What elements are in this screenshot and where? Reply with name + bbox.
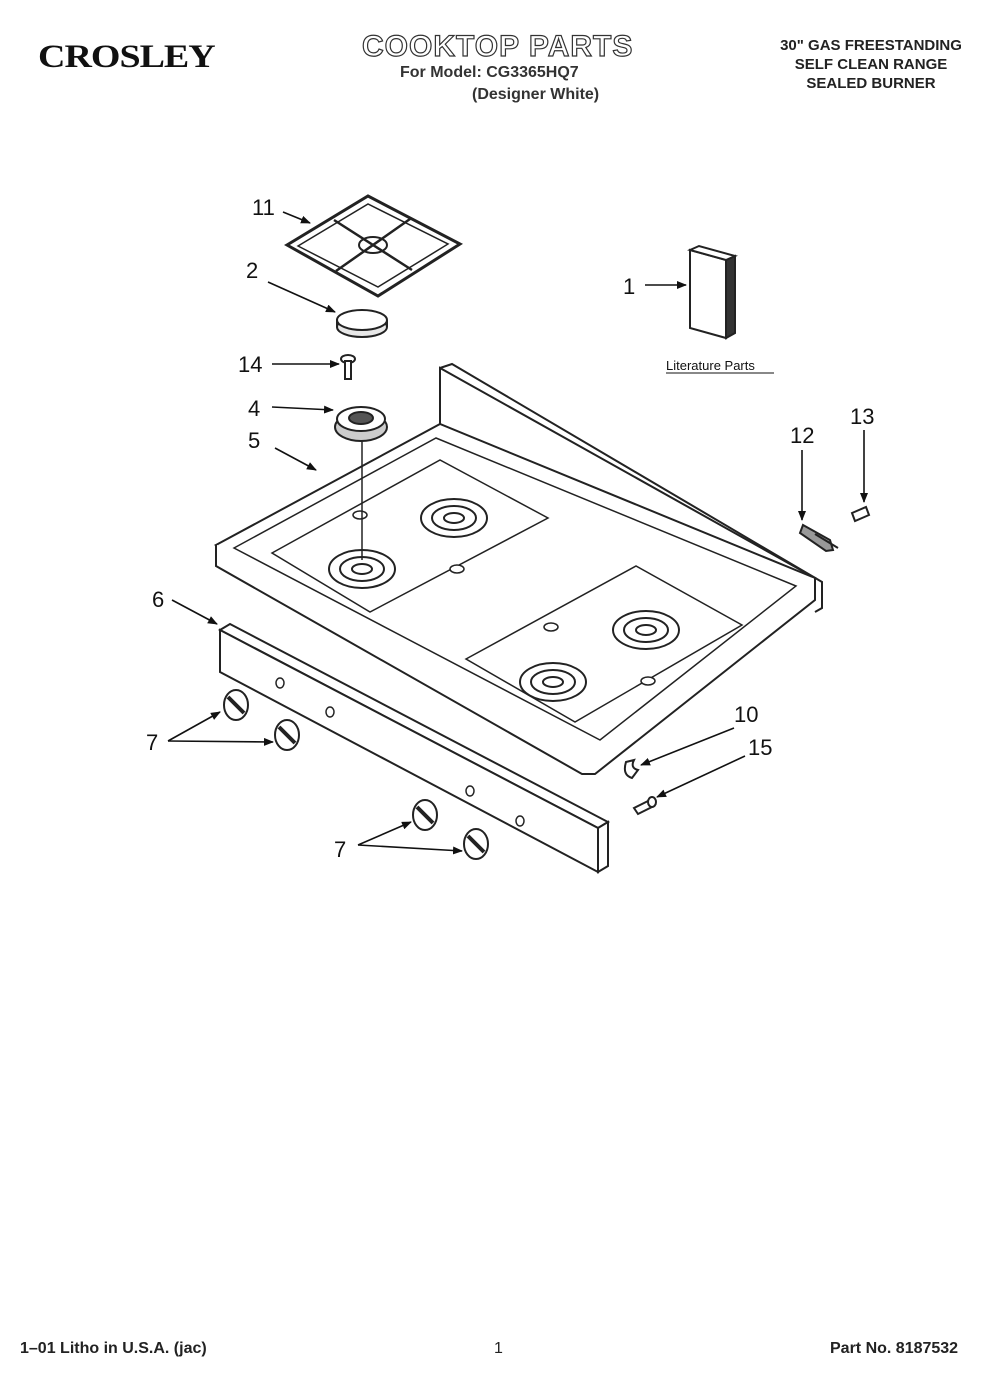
literature-label: Literature Parts: [666, 358, 755, 373]
callout-15: 15: [748, 735, 772, 760]
valve-holes: [275, 677, 525, 827]
callout-2: 2: [246, 258, 258, 283]
control-knob: [274, 719, 300, 751]
callout-12: 12: [790, 423, 814, 448]
callout-14: 14: [238, 352, 262, 377]
burner-cap: [336, 309, 388, 338]
callout-1: 1: [623, 274, 635, 299]
literature-parts: [687, 244, 738, 340]
page-title: COOKTOP PARTS: [361, 29, 634, 63]
control-knob: [412, 799, 438, 831]
callout-arrows: [167, 211, 868, 855]
burner-front-right: [519, 662, 587, 702]
product-description: 30" GAS FREESTANDING SELF CLEAN RANGE SE…: [760, 36, 982, 93]
description-line: SEALED BURNER: [806, 75, 936, 92]
spark-electrode: [798, 523, 839, 553]
part-number: Part No. 8187532: [830, 1340, 959, 1357]
model-variant: (Designer White): [472, 86, 600, 103]
litho-note: 1–01 Litho in U.S.A. (jac): [20, 1340, 207, 1357]
burner-rear-right: [612, 610, 680, 650]
control-knob: [463, 828, 489, 860]
plug: [850, 505, 871, 523]
callout-6: 6: [152, 587, 164, 612]
clip: [623, 758, 640, 780]
callout-13: 13: [850, 404, 874, 429]
description-line: 30" GAS FREESTANDING: [780, 37, 962, 54]
burner-base: [334, 406, 388, 442]
model-number: For Model: CG3365HQ7: [400, 64, 579, 81]
cooktop-body: [213, 362, 823, 775]
callout-11: 11: [252, 195, 275, 220]
screw-15: [632, 796, 657, 816]
callout-5: 5: [248, 428, 260, 453]
manifold-panel: [217, 622, 611, 874]
callout-7: 7: [146, 730, 158, 755]
callout-4: 4: [248, 396, 260, 421]
page-number: 1: [494, 1340, 503, 1357]
igniter-holes: [352, 510, 656, 686]
description-line: SELF CLEAN RANGE: [794, 56, 948, 73]
callout-10: 10: [734, 702, 758, 727]
burner-rear-left: [420, 498, 488, 538]
callout-7: 7: [334, 837, 346, 862]
control-knob: [223, 689, 249, 721]
brand-logo: CROSLEY: [38, 38, 216, 75]
burner-grate: [284, 194, 464, 298]
screw: [340, 354, 356, 380]
